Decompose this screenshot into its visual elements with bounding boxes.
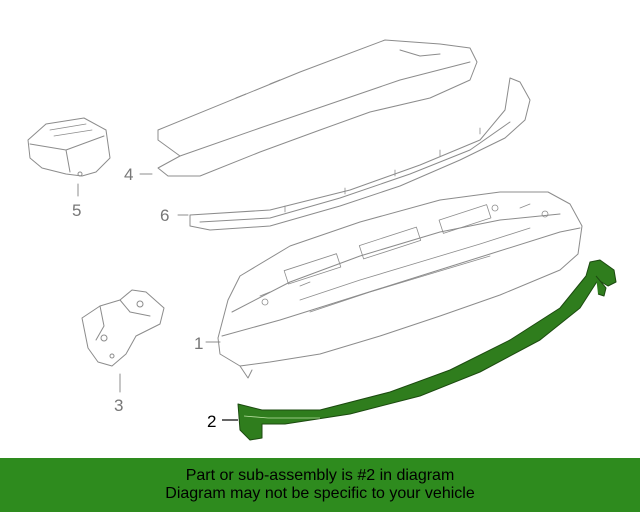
parts-diagram: 1 2 3 4 5 6 <box>27 39 617 441</box>
callout-2: 2 <box>207 412 216 431</box>
callout-3: 3 <box>114 396 123 415</box>
banner-line-disclaimer: Diagram may not be specific to your vehi… <box>165 485 475 502</box>
callout-5: 5 <box>72 201 81 220</box>
part-3-bracket <box>81 289 165 367</box>
part-5-module-box <box>27 117 111 177</box>
banner-line-part: Part or sub-assembly is #2 in diagram <box>185 467 455 484</box>
part-2-highlighted-seal <box>237 259 617 441</box>
info-banner: Part or sub-assembly is #2 in diagram Di… <box>0 458 640 512</box>
callout-1: 1 <box>194 334 203 353</box>
part-4-upper-panel <box>157 39 478 177</box>
part-1-cover-tray <box>217 191 583 379</box>
callout-4: 4 <box>124 165 133 184</box>
callout-6: 6 <box>160 206 169 225</box>
part-6-spoiler <box>189 77 531 231</box>
leader-lines <box>77 173 221 393</box>
